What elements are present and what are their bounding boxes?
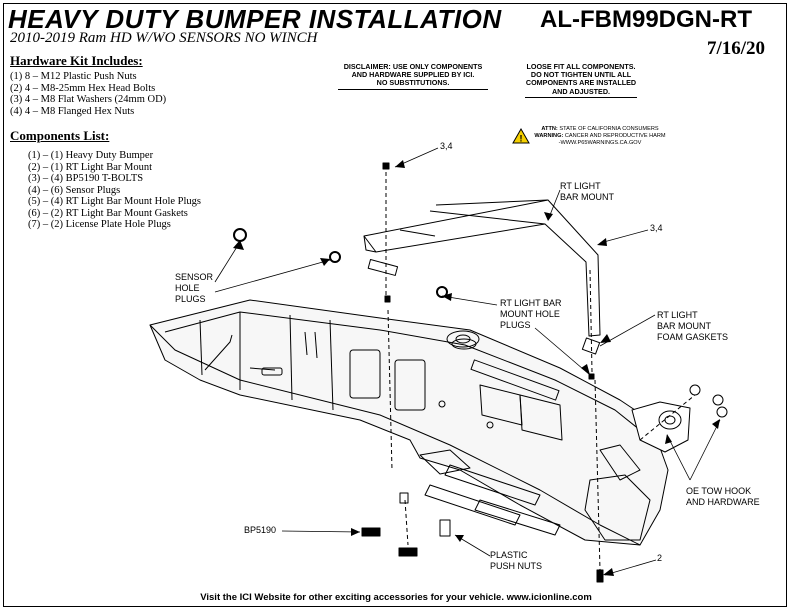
component-item: (3) – (4) BP5190 T-BOLTS (28, 173, 144, 184)
components-list: (1) – (1) Heavy Duty Bumper (2) – (1) RT… (28, 150, 201, 231)
vehicle-subtitle: 2010-2019 Ram HD W/WO SENSORS NO WINCH (10, 30, 318, 46)
callout-ref-3-4-right: 3,4 (650, 223, 663, 233)
hardware-item: (3) 4 – M8 Flat Washers (24mm OD) (10, 94, 167, 105)
disclaimer-note: DISCLAIMER: USE ONLY COMPONENTS AND HARD… (338, 62, 488, 90)
callout-rt-light-bar-mount: RT LIGHT BAR MOUNT (560, 181, 614, 202)
callout-ref-2: 2 (657, 553, 663, 563)
part-number: AL-FBM99DGN-RT (540, 6, 752, 33)
svg-text:!: ! (520, 134, 523, 144)
component-item: (1) – (1) Heavy Duty Bumper (28, 150, 154, 161)
push-nut (399, 492, 409, 504)
push-nut (439, 519, 451, 537)
component-item: (5) – (4) RT Light Bar Mount Hole Plugs (28, 196, 201, 207)
component-item: (6) – (2) RT Light Bar Mount Gaskets (28, 207, 188, 219)
component-item: (2) – (1) RT Light Bar Mount (28, 161, 152, 173)
hardware-kit-list: (1) 8 – M12 Plastic Push Nuts (2) 4 – M8… (10, 71, 166, 117)
hardware-item: (2) 4 – M8-25mm Hex Head Bolts (10, 82, 156, 94)
callout-oe-tow-hook: OE TOW HOOK AND HARDWARE (686, 486, 760, 507)
callout-sensor-hole-plugs: SENSOR HOLE PLUGS (175, 272, 214, 304)
sensor-plug (329, 251, 341, 263)
prop65-warning: ATTN: STATE OF CALIFORNIA CONSUMERS WARN… (534, 126, 666, 146)
hardware-item: (1) 8 – M12 Plastic Push Nuts (10, 71, 137, 82)
sensor-plug (436, 286, 448, 298)
bolt (596, 569, 604, 583)
hardware-item: (4) 4 – M8 Flanged Hex Nuts (10, 105, 135, 117)
sensor-plug (233, 228, 247, 242)
page-title: HEAVY DUTY BUMPER INSTALLATION (8, 4, 502, 34)
page-border (3, 3, 787, 607)
callout-bp5190: BP5190 (244, 525, 277, 535)
hole-plug (384, 295, 391, 303)
callout-rt-light-bar-mount-hole-plugs: RT LIGHT BAR MOUNT HOLE PLUGS (500, 298, 562, 330)
revision-date: 7/16/20 (707, 38, 766, 59)
footer-website: Visit the ICI Website for other exciting… (200, 592, 592, 603)
loose-fit-note: LOOSE FIT ALL COMPONENTS. DO NOT TIGHTEN… (525, 62, 637, 98)
hardware-kit-heading: Hardware Kit Includes: (10, 53, 143, 68)
foam-gasket (581, 337, 601, 355)
component-item: (4) – (6) Sensor Plugs (28, 184, 121, 196)
callout-plastic-push-nuts: PLASTIC PUSH NUTS (490, 550, 543, 571)
callout-rt-light-bar-mount-foam-gaskets: RT LIGHT BAR MOUNT FOAM GASKETS (657, 310, 729, 342)
oe-tow-hook (631, 384, 728, 453)
callout-ref-3-4-top: 3,4 (440, 141, 453, 151)
t-bolt (398, 547, 418, 557)
t-bolt (361, 527, 381, 537)
component-item: (7) – (2) License Plate Hole Plugs (28, 219, 171, 230)
components-heading: Components List: (10, 128, 110, 143)
warning-triangle-icon: ! (512, 128, 530, 144)
rt-light-bar-mount (363, 199, 601, 337)
hex-bolt (382, 162, 390, 170)
hole-plug (588, 373, 595, 380)
heavy-duty-bumper (149, 299, 669, 546)
